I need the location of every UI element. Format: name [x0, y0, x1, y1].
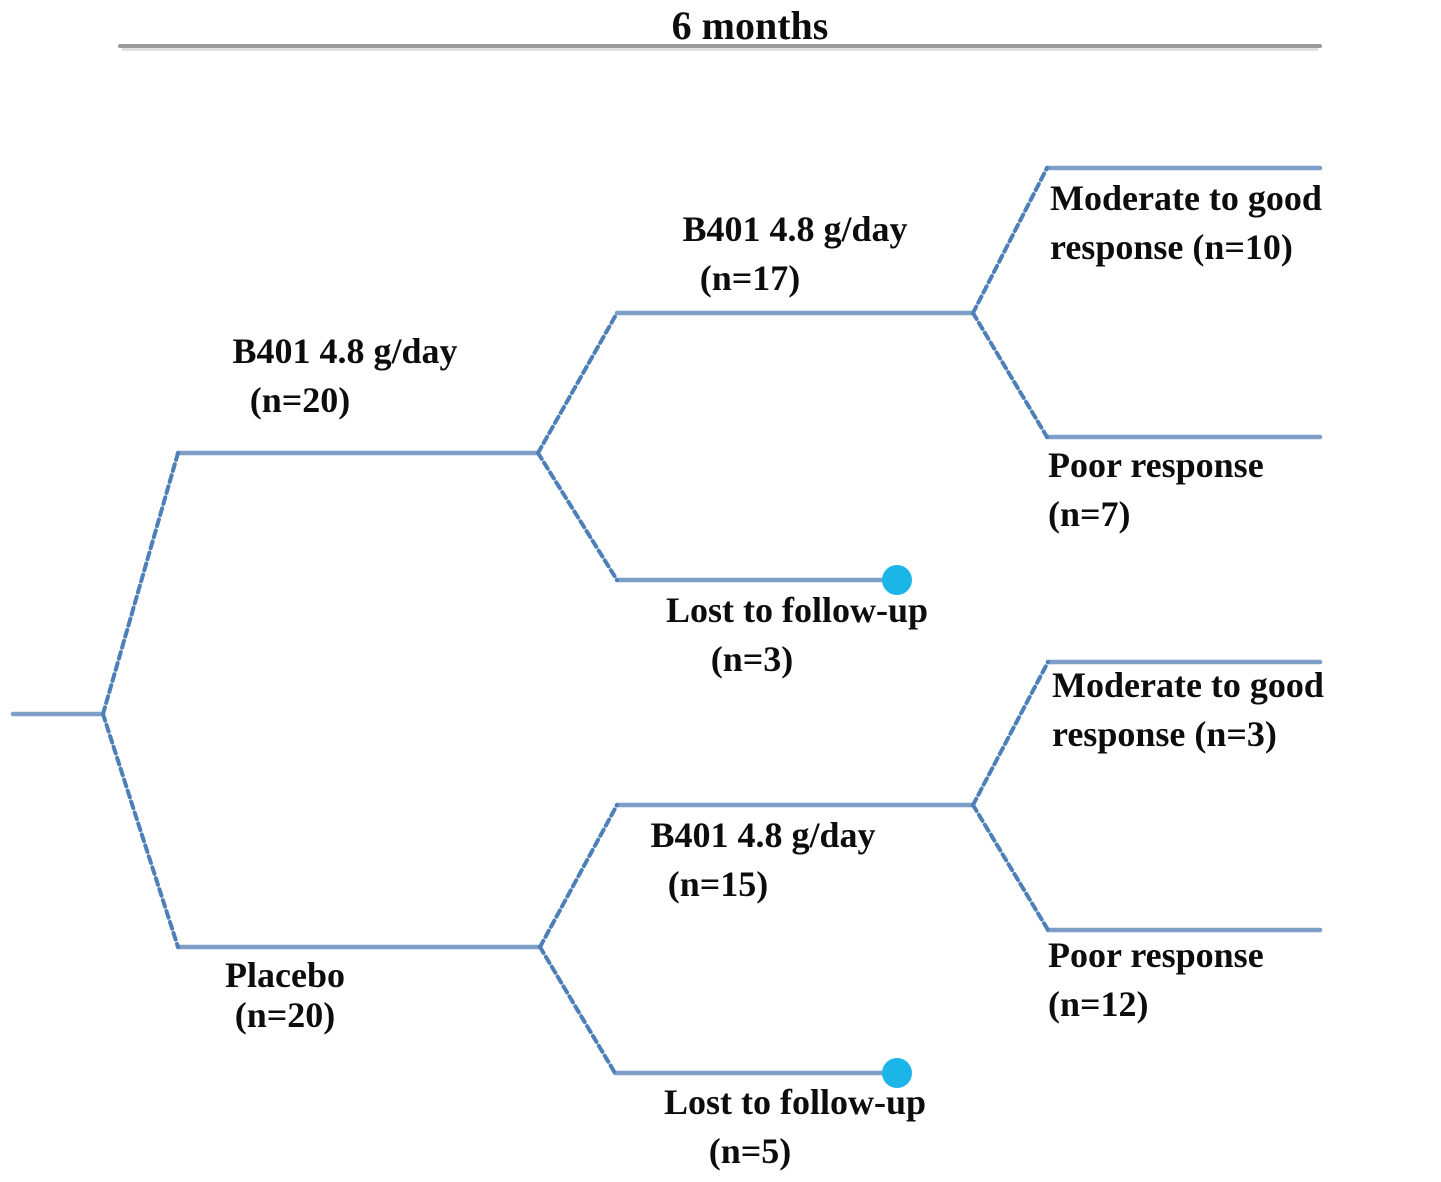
- node-label-line: Moderate to good: [1050, 178, 1322, 218]
- node-label-b401-lost: Lost to follow-up (n=3): [627, 586, 967, 684]
- node-label-b401-moderate: Moderate to good response (n=10): [1050, 174, 1322, 272]
- node-label-placebo-poor: Poor response (n=12): [1048, 931, 1264, 1029]
- diagonal-placebo-to-b401: [538, 803, 619, 949]
- endpoint-dot-b401-lost: [882, 565, 912, 595]
- node-label-count: (n=20): [234, 995, 336, 1036]
- diagonal-b401-to-moderate: [971, 166, 1049, 315]
- node-label-placebo-lost: Lost to follow-up (n=5): [625, 1078, 965, 1176]
- node-label-placebo-arm: Placebo (n=20): [165, 955, 405, 1036]
- timeline-title: 6 months: [671, 3, 829, 48]
- diagonal-b401-to-lost: [536, 451, 619, 582]
- diagonal-root-to-b401: [101, 451, 180, 716]
- node-label-b401-poor: Poor response (n=7): [1048, 441, 1264, 539]
- diagonal-placebo-to-poor: [971, 803, 1050, 932]
- diagonal-placebo-to-lost: [538, 945, 617, 1075]
- node-label-b401-arm: B401 4.8 g/day (n=20): [175, 327, 515, 425]
- diagonal-placebo-to-moderate: [971, 660, 1050, 807]
- node-label-line: B401 4.8 g/day: [232, 331, 458, 371]
- node-label-count: (n=12): [1048, 983, 1149, 1024]
- branch-lines-horizontal: [10, 165, 1323, 1076]
- node-label-line: Moderate to good: [1052, 665, 1324, 705]
- diagonal-b401-to-continued: [536, 311, 619, 455]
- node-label-count: (n=3): [710, 638, 794, 679]
- node-label-count: response (n=10): [1050, 226, 1293, 267]
- node-label-count: (n=5): [708, 1130, 792, 1171]
- node-label-line: Poor response: [1048, 935, 1264, 975]
- node-label-placebo-b401: B401 4.8 g/day (n=15): [593, 811, 933, 909]
- node-label-count: (n=17): [699, 257, 801, 298]
- node-label-line: Placebo: [225, 955, 345, 995]
- branch-lines-diagonal: [101, 166, 1050, 1075]
- endpoint-dot-placebo-lost: [882, 1058, 912, 1088]
- diagonal-b401-to-poor: [971, 311, 1049, 439]
- node-label-line: Lost to follow-up: [663, 1082, 927, 1122]
- node-label-line: B401 4.8 g/day: [682, 209, 908, 249]
- node-label-count: (n=7): [1048, 493, 1131, 534]
- node-label-line: B401 4.8 g/day: [650, 815, 876, 855]
- diagonal-root-to-placebo: [101, 712, 180, 949]
- node-label-count: (n=20): [249, 379, 351, 420]
- endpoint-dots: [882, 565, 912, 1088]
- node-label-count: response (n=3): [1052, 713, 1277, 754]
- node-label-line: Lost to follow-up: [665, 590, 929, 630]
- node-label-placebo-moderate: Moderate to good response (n=3): [1052, 661, 1324, 759]
- node-label-b401-continued: B401 4.8 g/day (n=17): [625, 205, 965, 303]
- node-label-line: Poor response: [1048, 445, 1264, 485]
- node-label-count: (n=15): [667, 863, 769, 904]
